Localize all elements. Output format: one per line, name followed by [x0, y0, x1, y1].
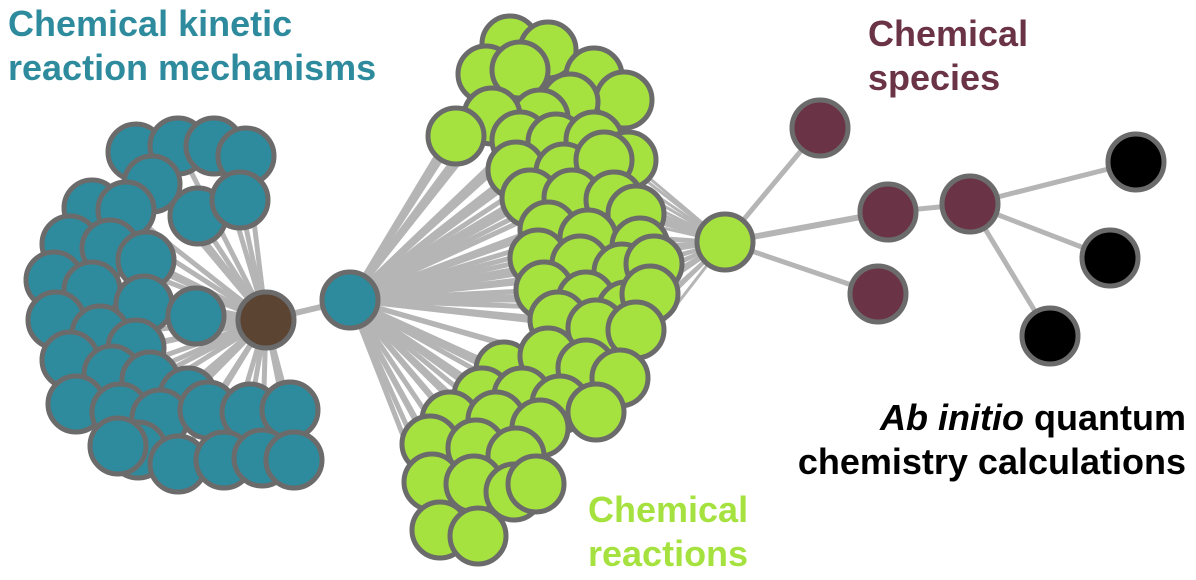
- node-layer: [23, 13, 1167, 567]
- mechanisms-label: Chemical kinetic reaction mechanisms: [8, 2, 376, 90]
- species-label: Chemical species: [868, 12, 1028, 100]
- calculation-node: [1105, 131, 1167, 193]
- mechanism-hub-node: [319, 269, 381, 331]
- reactions-label-line2: reactions: [588, 533, 749, 574]
- species-label-line1: Chemical: [868, 13, 1029, 54]
- mechanisms-label-line2: reaction mechanisms: [8, 47, 377, 88]
- reaction-node: [565, 381, 627, 443]
- species-node: [939, 173, 1001, 235]
- reactions-label: Chemical reactions: [588, 488, 748, 576]
- species-node: [857, 181, 919, 243]
- species-node: [847, 263, 909, 325]
- mechanism-node: [87, 415, 149, 477]
- calculation-node: [1079, 227, 1141, 289]
- edge: [347, 134, 459, 302]
- mechanism-node: [165, 285, 227, 347]
- abinitio-label-line1: Ab initio quantum: [798, 396, 1186, 440]
- reactions-label-line1: Chemical: [588, 489, 749, 530]
- root-node: [235, 289, 297, 351]
- abinitio-italic: Ab initio: [880, 397, 1025, 438]
- mechanism-node: [263, 429, 325, 491]
- reaction-hub-node: [694, 211, 756, 273]
- edge: [348, 195, 532, 303]
- mechanisms-label-line1: Chemical kinetic: [8, 3, 293, 44]
- calculation-node: [1019, 305, 1081, 367]
- reaction-node: [447, 505, 509, 567]
- abinitio-label-line2: chemistry calculations: [797, 441, 1186, 482]
- reaction-node: [505, 453, 567, 515]
- edge: [348, 168, 518, 302]
- species-label-line2: species: [868, 57, 1001, 98]
- species-node: [789, 97, 851, 159]
- abinitio-label: Ab initio quantum chemistry calculations: [798, 396, 1186, 484]
- abinitio-rest: quantum: [1024, 397, 1186, 438]
- mechanism-node: [209, 169, 271, 231]
- reaction-node: [425, 105, 487, 167]
